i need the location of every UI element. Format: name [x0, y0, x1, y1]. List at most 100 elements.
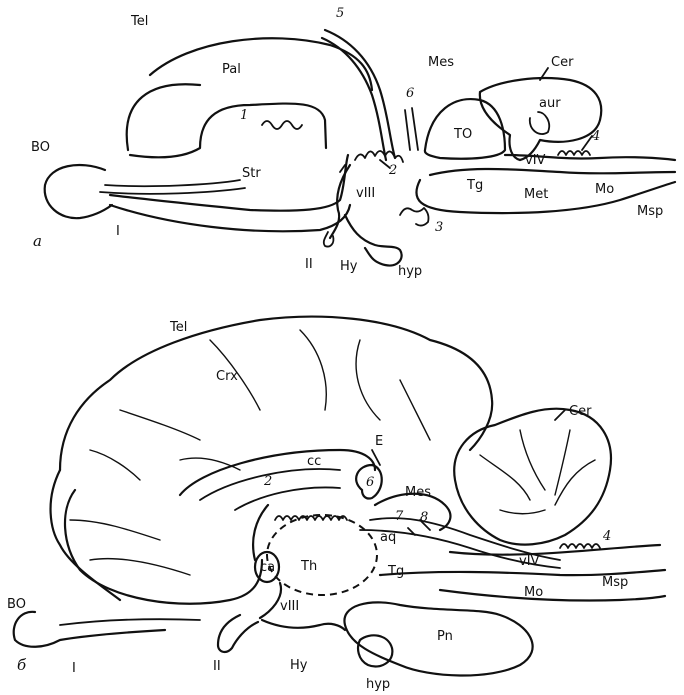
a-label-3: 3	[435, 220, 443, 235]
b-label-roman-two: II	[213, 659, 221, 674]
b-sulcus-9	[89, 557, 191, 576]
b-label-e: E	[375, 434, 383, 449]
b-optic-nerve	[216, 613, 260, 654]
a-optic-nerve	[322, 231, 335, 248]
b-label-bo: BO	[7, 597, 26, 612]
b-sulcus-1	[209, 339, 261, 411]
b-brainstem-mid	[378, 568, 667, 577]
a-label-pal: Pal	[222, 62, 241, 77]
a-label-roman-two: II	[305, 257, 313, 272]
b-label-cc: cc	[307, 454, 321, 469]
b-temporal-lobe	[63, 488, 264, 605]
b-label-th: Th	[300, 559, 317, 574]
a-label-tel: Tel	[130, 14, 148, 29]
a-label-bo: BO	[31, 140, 50, 155]
a-label-aur: aur	[539, 96, 561, 111]
b-sulcus-5	[89, 449, 141, 481]
a-label-tg: Tg	[466, 178, 483, 193]
a-panel-letter: a	[33, 232, 42, 250]
b-label-ca: ca	[260, 560, 275, 575]
b-anterior-commissure	[253, 550, 281, 584]
b-hypothalamus	[260, 618, 347, 632]
b-cerebellum	[453, 407, 613, 546]
a-label-met: Met	[524, 187, 548, 202]
a-label-hy: Hy	[340, 259, 358, 274]
a-infundibulum-3	[399, 207, 430, 227]
a-label-msp: Msp	[637, 204, 663, 219]
a-tectum-opticum	[423, 98, 507, 160]
b-label-4: 4	[602, 529, 611, 544]
a-label-viii: vIII	[356, 186, 375, 201]
b-label-6: 6	[366, 475, 374, 490]
b-label-viii: vIII	[280, 599, 299, 614]
b-label-7: 7	[395, 509, 404, 524]
b-label-msp: Msp	[602, 575, 628, 590]
b-sulcus-3	[355, 339, 381, 421]
a-label-6: 6	[406, 86, 414, 101]
b-aqueduct-lower	[359, 529, 561, 569]
b-brainstem-upper	[448, 543, 662, 556]
diagram-a-labels: Tel Pal BO Str 1 I 5 6 2 vIII II Hy hyp …	[31, 6, 663, 279]
b-label-tg: Tg	[387, 564, 404, 579]
b-olfactory-tract	[59, 618, 201, 626]
b-lamina-terminalis	[251, 503, 283, 620]
b-label-pn: Pn	[437, 629, 453, 644]
b-olfactory-bulb	[12, 610, 167, 648]
b-label-crx: Crx	[216, 369, 238, 384]
a-choroid-plexus-4	[557, 150, 591, 156]
b-mesencephalon	[373, 492, 452, 532]
b-frontal-lobe	[49, 468, 122, 602]
b-label-8: 8	[420, 510, 428, 525]
b-pons	[343, 601, 534, 677]
a-label-hyp: hyp	[398, 264, 422, 279]
diagram-b	[12, 315, 667, 677]
a-label-cer: Cer	[551, 55, 574, 70]
b-hypophysis	[357, 634, 394, 668]
b-label-hy: Hy	[290, 658, 308, 673]
a-choroid-plexus-2	[354, 150, 404, 163]
b-label-tel: Tel	[169, 320, 187, 335]
b-label-cer: Cer	[569, 404, 592, 419]
b-sulcus-7	[399, 379, 431, 441]
b-corpus-callosum-lower	[199, 468, 341, 511]
b-cerebellum-folia	[479, 429, 596, 515]
a-brainstem-floor	[415, 178, 677, 215]
a-epiphysis-stalk	[323, 28, 397, 160]
a-label-4: 4	[591, 129, 600, 144]
a-cerebellum	[478, 77, 603, 162]
a-label-2: 2	[388, 163, 397, 178]
b-thalamus-outline	[266, 514, 378, 596]
b-label-mes: Mes	[405, 485, 431, 500]
b-brainstem-lower	[438, 588, 667, 602]
diagram-b-labels: Tel Crx Cer E cc 2 6 Mes 7 8 aq ca Th Tg…	[7, 320, 628, 692]
a-brainstem-lower	[428, 167, 677, 177]
b-corpus-callosum-upper	[178, 448, 377, 497]
a-label-str: Str	[242, 166, 261, 181]
b-epiphysis-pointer	[371, 449, 381, 466]
b-label-hyp: hyp	[366, 677, 390, 692]
a-label-1: 1	[240, 108, 248, 123]
b-sulcus-4	[119, 409, 201, 441]
b-sulcus-6	[179, 457, 241, 471]
a-label-5: 5	[336, 6, 344, 21]
b-sulcus-8	[69, 519, 161, 541]
a-pallium-contour	[125, 83, 202, 152]
a-paraphysis	[404, 107, 419, 151]
a-auricle	[528, 111, 551, 135]
a-brainstem-upper	[503, 153, 677, 162]
a-olfactory-bulb	[43, 163, 114, 220]
b-epiphysis	[355, 463, 383, 500]
b-cerebellum-pointer	[554, 409, 566, 421]
b-hemisphere-outline	[58, 315, 494, 472]
a-lower-hemisphere	[108, 203, 352, 233]
a-label-viv: vIV	[525, 153, 546, 168]
a-epiphysis-stalk-inner	[320, 36, 388, 162]
b-label-viv: vIV	[519, 554, 540, 569]
diagram-a	[43, 28, 677, 267]
b-label-mo: Mo	[524, 585, 543, 600]
a-wavy-structure-1	[261, 120, 303, 130]
a-pointer-lines	[339, 67, 593, 173]
a-hypothalamus	[343, 213, 403, 267]
